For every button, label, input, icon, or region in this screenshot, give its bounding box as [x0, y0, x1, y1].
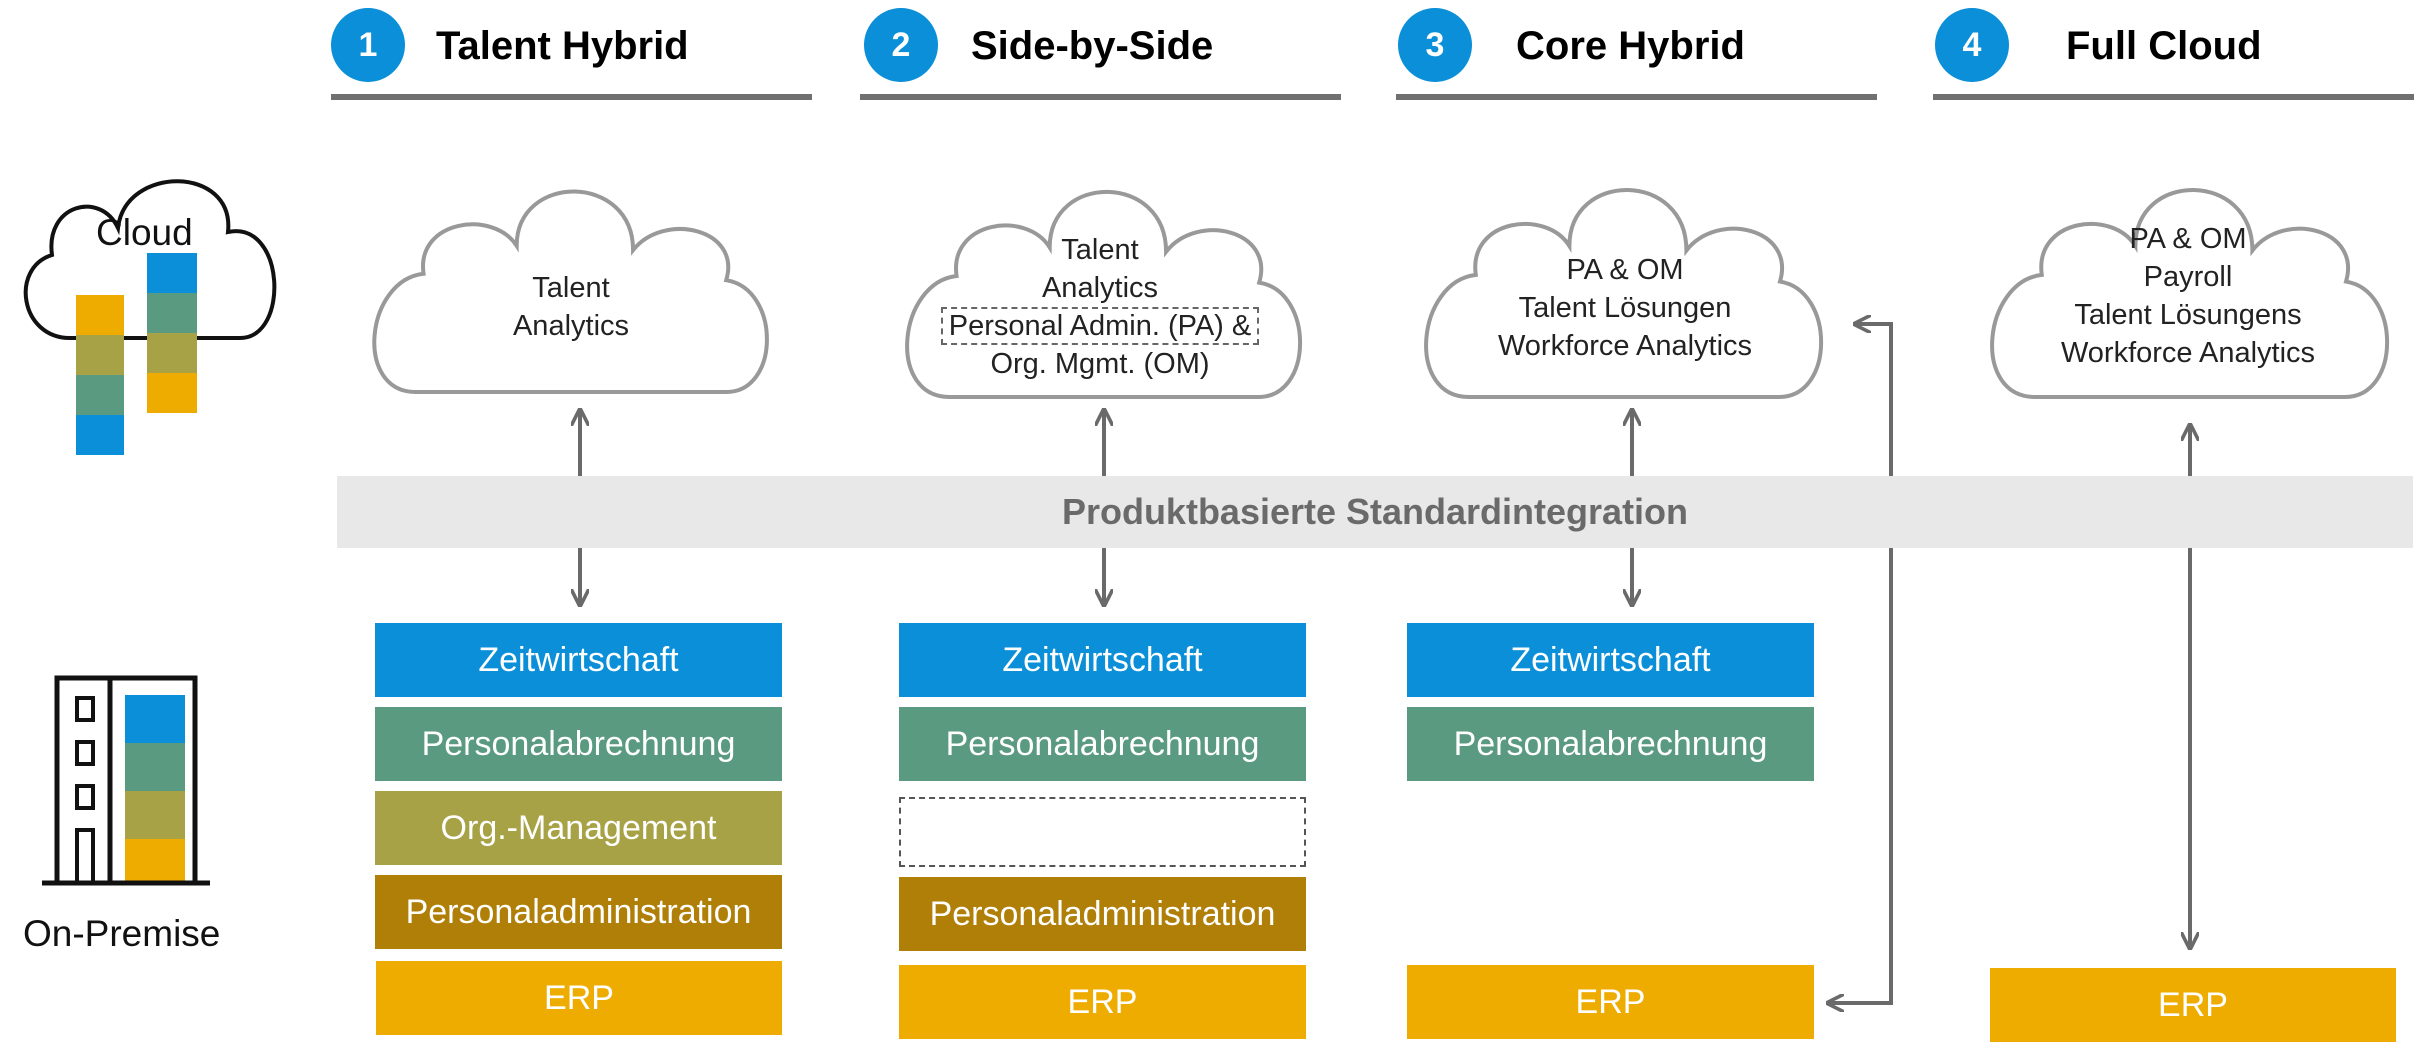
cloud-shape-3 [1424, 188, 1823, 399]
cloud-line: PA & OM [1566, 254, 1684, 286]
scenario-2-cloud-text: Talent Analytics Personal Admin. (PA) & … [880, 231, 1320, 383]
cloud-line: PA & OM [2129, 223, 2247, 255]
cloud-icon [23, 179, 277, 455]
scenario-clouds [372, 188, 2389, 399]
scenario-4-title: Full Cloud [2066, 24, 2262, 68]
cloud-line-pa-dashed: Personal Admin. (PA) & [940, 307, 1260, 345]
cloud-shape-4 [1990, 188, 2389, 399]
module-personaladministration: Personaladministration [899, 877, 1306, 951]
module-personalabrechnung: Personalabrechnung [899, 707, 1306, 781]
scenario-4-cloud-text: PA & OM Payroll Talent Lösungens Workfor… [1998, 220, 2378, 372]
cloud-shape-1 [372, 189, 769, 394]
module-zeitwirtschaft: Zeitwirtschaft [899, 623, 1306, 697]
building-icon [42, 675, 210, 886]
cloud-line: Workforce Analytics [1497, 330, 1753, 362]
arrow-erp-cloud-3 [1828, 324, 1893, 1003]
scenario-2-rule [860, 94, 1341, 100]
cloud-line: Talent [532, 272, 610, 304]
cloud-line: Org. Mgmt. (OM) [990, 348, 1210, 380]
scenario-2-title: Side-by-Side [971, 24, 1214, 68]
scenario-3-rule [1396, 94, 1877, 100]
module-erp: ERP [1407, 965, 1814, 1039]
scenario-3-title: Core Hybrid [1516, 24, 1745, 68]
module-zeitwirtschaft: Zeitwirtschaft [375, 623, 782, 697]
module-erp: ERP [899, 965, 1306, 1039]
cloud-line: Analytics [512, 310, 630, 342]
module-personalabrechnung: Personalabrechnung [375, 707, 782, 781]
scenario-1-title: Talent Hybrid [436, 24, 689, 68]
module-personalabrechnung: Personalabrechnung [1407, 707, 1814, 781]
on-premise-label: On-Premise [23, 913, 221, 954]
cloud-shape-2 [905, 189, 1302, 399]
integration-arrows [580, 324, 2190, 1003]
cloud-line: Payroll [2143, 261, 2233, 293]
cloud-line: Talent Lösungens [2074, 299, 2302, 331]
module-erp: ERP [376, 961, 782, 1035]
scenario-4-rule [1933, 94, 2414, 100]
scenario-2-number: 2 [864, 8, 938, 82]
scenario-1-cloud-text: Talent Analytics [466, 269, 676, 345]
module-org-management: Org.-Management [375, 791, 782, 865]
module-erp: ERP [1990, 968, 2396, 1042]
scenario-1-rule [331, 94, 812, 100]
module-personaladministration: Personaladministration [375, 875, 782, 949]
cloud-line: Talent Lösungen [1518, 292, 1732, 324]
module-zeitwirtschaft: Zeitwirtschaft [1407, 623, 1814, 697]
cloud-label: Cloud [96, 212, 193, 253]
integration-band: Produktbasierte Standardintegration [337, 476, 2413, 548]
cloud-line: Talent [1061, 234, 1139, 266]
scenario-3-number: 3 [1398, 8, 1472, 82]
scenario-1-number: 1 [331, 8, 405, 82]
module-placeholder-dashed [899, 797, 1306, 867]
cloud-line: Workforce Analytics [2060, 337, 2316, 369]
cloud-line: Analytics [1041, 272, 1159, 304]
scenario-4-number: 4 [1935, 8, 2009, 82]
scenario-3-cloud-text: PA & OM Talent Lösungen Workforce Analyt… [1435, 251, 1815, 365]
